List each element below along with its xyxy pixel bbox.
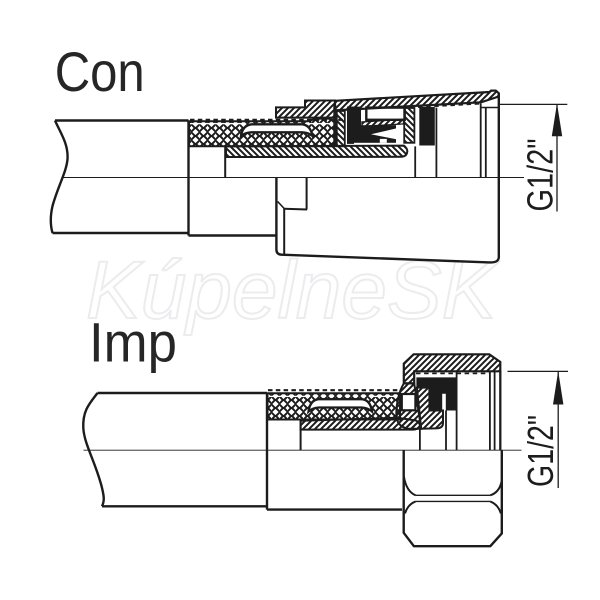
svg-text:G1/2": G1/2" bbox=[520, 139, 561, 212]
svg-text:Con: Con bbox=[55, 40, 145, 103]
svg-text:G1/2": G1/2" bbox=[520, 415, 561, 487]
svg-text:Imp: Imp bbox=[89, 310, 177, 373]
